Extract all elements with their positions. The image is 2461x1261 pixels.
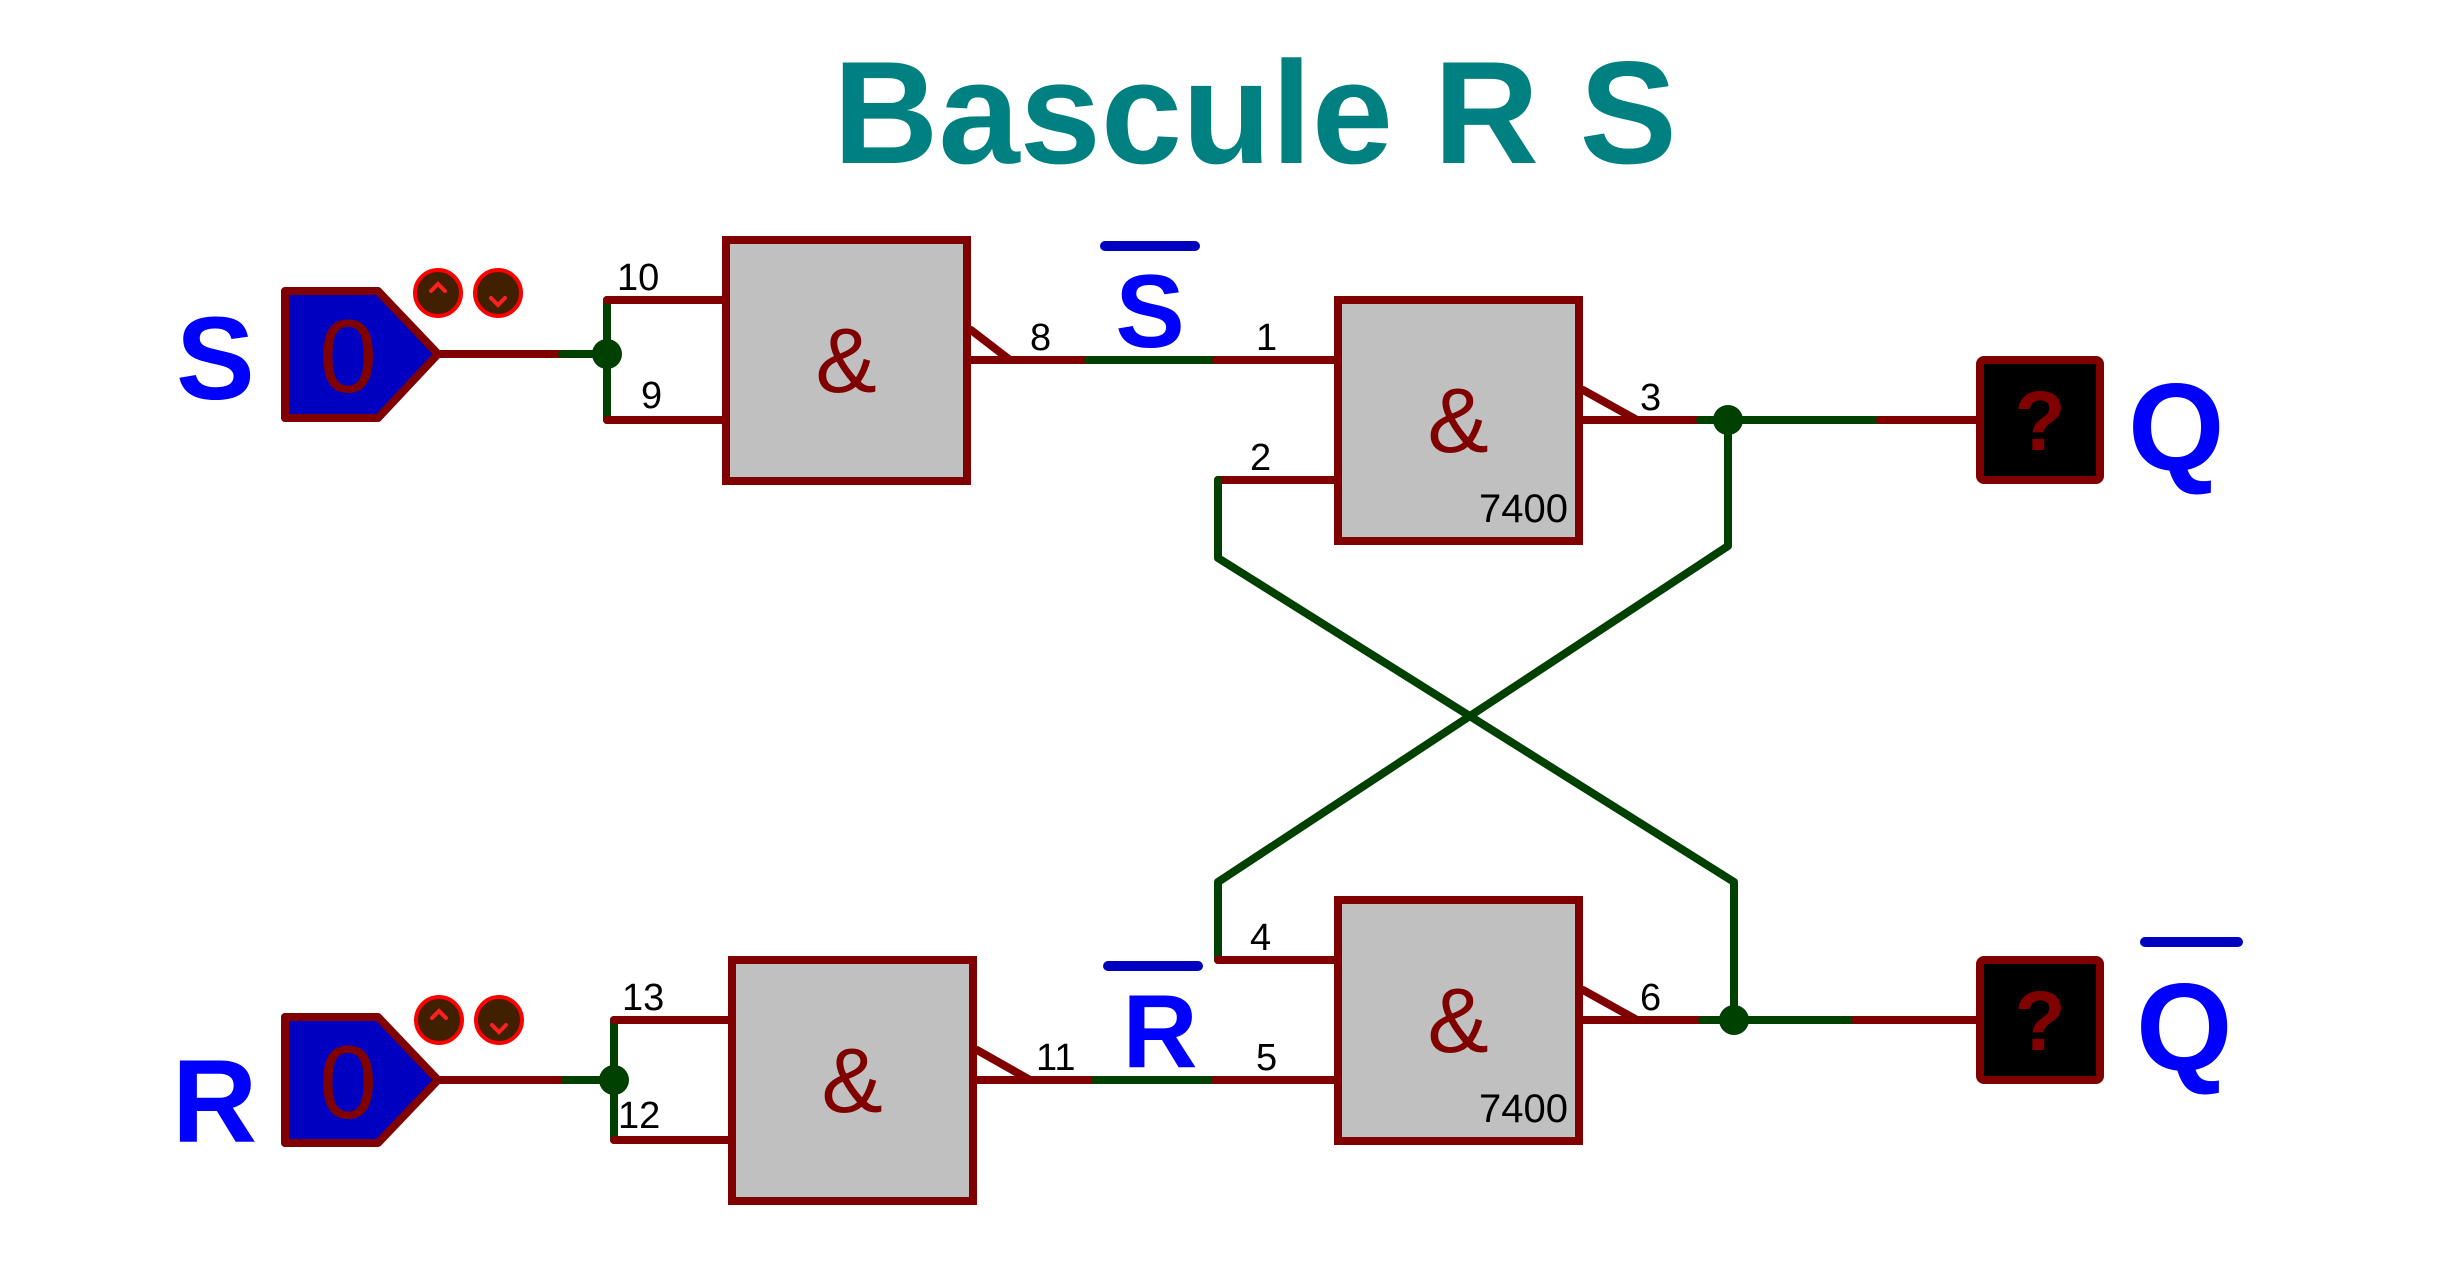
chip-part-label: 7400 bbox=[1479, 1087, 1568, 1131]
signal-label-r-bar: R bbox=[1122, 974, 1197, 1090]
pin-label: 12 bbox=[618, 1095, 660, 1137]
chevron-down-icon bbox=[490, 1023, 508, 1035]
logic-probe-q-bar: ? bbox=[1976, 956, 2104, 1084]
input-value-s: 0 bbox=[319, 299, 377, 415]
pin-label: 5 bbox=[1256, 1037, 1277, 1079]
inverter-mark bbox=[973, 1046, 1034, 1084]
and-symbol: & bbox=[821, 1030, 882, 1132]
nand-gate-q[interactable]: & 7400 bbox=[1334, 296, 1583, 545]
and-symbol: & bbox=[1427, 370, 1488, 472]
probe-state-q: ? bbox=[2014, 374, 2065, 468]
output-label-q-bar: Q bbox=[2136, 959, 2232, 1097]
pin-label: 9 bbox=[641, 375, 662, 417]
pin-label: 4 bbox=[1250, 917, 1271, 959]
pin-label: 6 bbox=[1640, 977, 1661, 1019]
pin-label: 8 bbox=[1030, 317, 1051, 359]
signal-label-s-bar: S bbox=[1115, 254, 1184, 370]
decrement-button-s[interactable] bbox=[473, 268, 523, 318]
logic-input-s[interactable]: 0 bbox=[281, 287, 442, 422]
nand-gate-s[interactable]: & bbox=[722, 236, 971, 485]
probe-state-q-bar: ? bbox=[2014, 974, 2065, 1068]
pin-label: 3 bbox=[1640, 377, 1661, 419]
nand-gate-q-bar[interactable]: & 7400 bbox=[1334, 896, 1583, 1145]
pin-label: 1 bbox=[1256, 317, 1277, 359]
and-symbol: & bbox=[1427, 970, 1488, 1072]
junction-r bbox=[599, 1065, 629, 1095]
pin-label: 10 bbox=[617, 257, 659, 299]
chevron-down-icon bbox=[489, 296, 507, 308]
feedback-wire-q-to-pin4 bbox=[1214, 416, 1732, 964]
input-toggle-r[interactable] bbox=[281, 1013, 442, 1147]
diagram-title: Bascule R S bbox=[833, 31, 1677, 194]
feedback-wire-qbar-to-pin2 bbox=[1214, 476, 1738, 1024]
input-toggle-s[interactable] bbox=[281, 287, 442, 422]
inverter-mark bbox=[1579, 386, 1641, 424]
pin-label: 11 bbox=[1036, 1037, 1075, 1079]
logic-input-r[interactable]: 0 bbox=[281, 1013, 442, 1147]
decrement-button-r[interactable] bbox=[474, 995, 524, 1045]
junction-s bbox=[592, 339, 622, 369]
chevron-up-icon bbox=[430, 1008, 448, 1020]
pin-label: 13 bbox=[622, 977, 664, 1019]
junction-q-bar bbox=[1719, 1005, 1749, 1035]
chip-part-label: 7400 bbox=[1479, 487, 1568, 531]
input-value-r: 0 bbox=[319, 1025, 377, 1141]
logic-probe-q: ? bbox=[1976, 356, 2104, 484]
increment-button-s[interactable] bbox=[413, 268, 463, 318]
chevron-up-icon bbox=[429, 281, 447, 293]
inverter-mark bbox=[1579, 986, 1641, 1024]
input-label-s: S bbox=[176, 293, 255, 425]
nand-gate-r[interactable]: & bbox=[728, 956, 977, 1205]
pin-label: 2 bbox=[1250, 437, 1271, 479]
output-label-q: Q bbox=[2128, 359, 2224, 497]
increment-button-r[interactable] bbox=[414, 995, 464, 1045]
input-label-r: R bbox=[172, 1036, 257, 1168]
inverter-mark bbox=[967, 326, 1014, 364]
and-symbol: & bbox=[815, 310, 876, 412]
